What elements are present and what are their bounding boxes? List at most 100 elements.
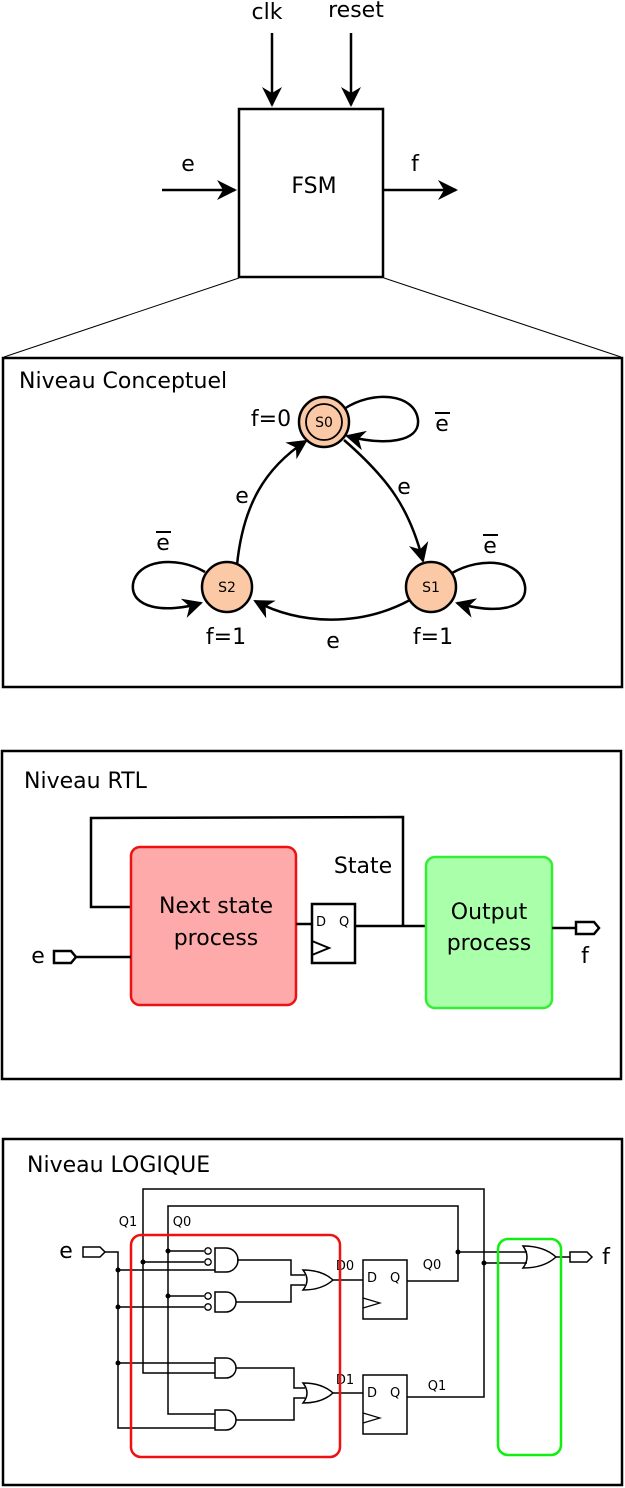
conceptual-title: Niveau Conceptuel bbox=[19, 369, 227, 394]
label-s1-self: e bbox=[483, 534, 497, 559]
and-gate-4 bbox=[214, 1409, 237, 1431]
flip-flop-1-clock-triangle bbox=[362, 1412, 383, 1424]
label-s1-s2: e bbox=[326, 629, 340, 654]
transition-s2-self bbox=[131, 560, 206, 618]
f-output-port bbox=[574, 920, 601, 936]
wire-and1-or1 bbox=[237, 1259, 305, 1276]
state-register-d: D bbox=[316, 915, 326, 930]
flip-flop-0-box bbox=[362, 1259, 408, 1320]
state-s1-name: S1 bbox=[422, 580, 440, 596]
state-s2-output: f=1 bbox=[206, 625, 246, 650]
label-s0-self: e bbox=[435, 412, 449, 437]
flip-flop-0: D Q bbox=[362, 1259, 408, 1320]
fsm-box bbox=[237, 107, 385, 279]
state-s1: S1 f=1 bbox=[404, 560, 458, 650]
state-s2-circle bbox=[200, 560, 254, 614]
logic-level-panel: Niveau LOGIQUE Q1 Q0 e bbox=[1, 1137, 624, 1487]
wire-and4-or2 bbox=[236, 1397, 305, 1421]
junction-dot bbox=[140, 1259, 146, 1265]
state-s1-circle bbox=[404, 560, 458, 614]
next-state-label-line2: process bbox=[174, 926, 259, 951]
junction-dot bbox=[115, 1304, 121, 1310]
state-register bbox=[310, 902, 357, 965]
junction-dot bbox=[115, 1267, 121, 1273]
e-input-port bbox=[52, 949, 78, 965]
state-label: State bbox=[334, 854, 392, 879]
rtl-level-panel: Niveau RTL Next state process D Q State … bbox=[0, 749, 623, 1081]
e-bus-wire bbox=[105, 1251, 215, 1429]
f-output-label: f bbox=[411, 152, 420, 177]
flip-flop-0-q: Q bbox=[390, 1271, 400, 1286]
logic-f-label: f bbox=[602, 1245, 611, 1270]
flip-flop-1-d: D bbox=[367, 1386, 377, 1401]
transition-s0-self bbox=[343, 395, 420, 451]
flip-flop-0-clock-triangle bbox=[362, 1297, 383, 1309]
next-state-process-box bbox=[129, 845, 298, 1007]
next-state-logic-frame bbox=[129, 1233, 342, 1459]
logic-e-label: e bbox=[59, 1239, 73, 1264]
logic-e-port bbox=[82, 1246, 107, 1258]
state-s0-name: S0 bbox=[315, 415, 333, 431]
clk-label: clk bbox=[252, 0, 283, 25]
transition-s1-s2 bbox=[253, 598, 411, 621]
output-label-line1: Output bbox=[451, 900, 528, 925]
and-gate-3 bbox=[214, 1357, 237, 1379]
wire-and2-or1 bbox=[236, 1284, 305, 1303]
or-gate-d1 bbox=[301, 1382, 335, 1404]
e-input-label: e bbox=[181, 152, 195, 177]
state-register-q: Q bbox=[339, 915, 349, 930]
label-s2-self: e bbox=[156, 531, 170, 556]
or-gate-output bbox=[521, 1245, 558, 1269]
next-state-label-line1: Next state bbox=[159, 894, 273, 919]
zoom-line-left bbox=[3, 277, 240, 358]
wire-and3-or2 bbox=[236, 1367, 305, 1389]
q1-top-label: Q1 bbox=[119, 1215, 138, 1230]
state-s0-inner-circle bbox=[305, 403, 343, 441]
reset-label: reset bbox=[328, 0, 384, 23]
q0-feedback-wire bbox=[167, 1205, 459, 1415]
transition-s2-s0 bbox=[235, 439, 308, 566]
flip-flop-0-d: D bbox=[367, 1271, 377, 1286]
flip-flop-1-box bbox=[362, 1374, 408, 1435]
output-logic-frame bbox=[496, 1237, 563, 1457]
state-s2: S2 f=1 bbox=[200, 560, 254, 650]
e-input-label: e bbox=[31, 944, 45, 969]
conceptual-level-panel: Niveau Conceptuel e e e e e e S0 f=0 bbox=[1, 356, 624, 689]
transition-s0-s1 bbox=[343, 439, 429, 563]
d1-label: D1 bbox=[336, 1373, 354, 1388]
and-gate-1 bbox=[204, 1247, 239, 1273]
logic-title: Niveau LOGIQUE bbox=[27, 1153, 210, 1178]
fsm-label: FSM bbox=[291, 174, 336, 199]
label-s0-s1: e bbox=[397, 475, 411, 500]
label-s2-s0: e bbox=[235, 484, 249, 509]
state-s0-output: f=0 bbox=[251, 407, 291, 432]
junction-dot bbox=[165, 1293, 171, 1299]
logic-frame bbox=[1, 1137, 624, 1487]
f-output-label: f bbox=[581, 944, 590, 969]
junction-dot bbox=[165, 1248, 171, 1254]
state-register-clock-triangle bbox=[311, 940, 332, 956]
q0-top-label: Q0 bbox=[173, 1215, 192, 1230]
q1-feedback-wire bbox=[142, 1188, 485, 1398]
q0-out-label: Q0 bbox=[423, 1258, 442, 1273]
or-gate-d0 bbox=[301, 1269, 335, 1291]
junction-dot bbox=[115, 1360, 121, 1366]
zoom-line-right bbox=[383, 277, 622, 358]
fsm-block-section: clk reset FSM e f bbox=[3, 0, 622, 358]
state-s2-name: S2 bbox=[218, 580, 236, 596]
flip-flop-1: D Q bbox=[362, 1374, 408, 1435]
q1-out-label: Q1 bbox=[428, 1379, 447, 1394]
flip-flop-1-q: Q bbox=[390, 1386, 400, 1401]
rtl-title: Niveau RTL bbox=[24, 769, 148, 794]
output-label-line2: process bbox=[447, 931, 532, 956]
d0-label: D0 bbox=[336, 1259, 354, 1274]
and-gate-2 bbox=[204, 1291, 237, 1313]
state-s1-output: f=1 bbox=[413, 625, 453, 650]
conceptual-frame bbox=[1, 356, 624, 689]
transition-s1-self bbox=[451, 561, 527, 618]
state-feedback-wire bbox=[89, 815, 405, 926]
output-process-box bbox=[424, 855, 554, 1010]
logic-f-port bbox=[569, 1251, 594, 1263]
state-s0: S0 f=0 bbox=[251, 395, 351, 449]
